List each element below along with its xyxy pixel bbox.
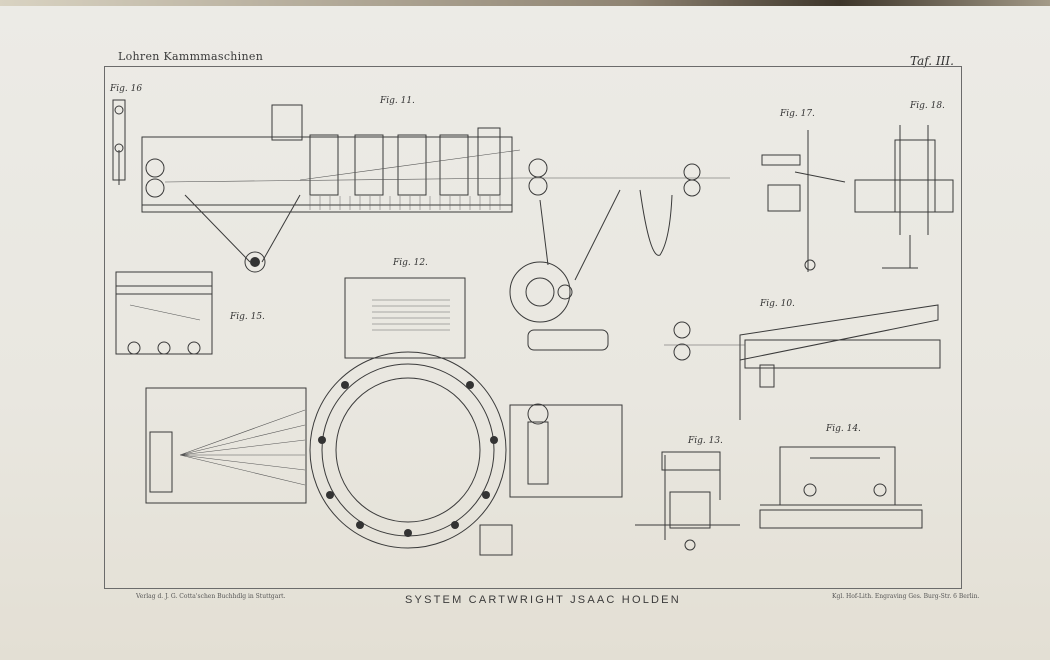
torn-top-edge (0, 0, 1050, 6)
fig10-label: Fig. 10. (760, 299, 795, 309)
fig17-drawing (761, 130, 846, 272)
plate-number: Taf. III. (910, 54, 954, 68)
engraver-credit: Kgl. Hof-Lith. Engraving Ges. Burg-Str. … (832, 593, 980, 600)
plate-frame (104, 66, 962, 589)
plate-title: SYSTEM CARTWRIGHT JSAAC HOLDEN (405, 594, 681, 606)
fig14-drawing (759, 446, 923, 529)
fig15-label: Fig. 15. (230, 312, 265, 322)
fig15-drawing (115, 271, 213, 355)
fig10-drawing (664, 304, 941, 420)
fig14-label: Fig. 14. (826, 424, 861, 434)
fig17-label: Fig. 17. (780, 109, 815, 119)
publisher-credit: Verlag d. J. G. Cotta'schen Buchhdlg in … (136, 593, 286, 600)
fig13-drawing (635, 451, 740, 551)
fig11-drawing (141, 104, 521, 273)
fig13-label: Fig. 13. (688, 436, 723, 446)
fig12-drawing (145, 277, 623, 556)
plate-header-left: Lohren Kammmaschinen (118, 50, 264, 63)
fig11-roller-assembly (509, 158, 730, 351)
fig16-label: Fig. 16 (110, 84, 143, 94)
fig16-drawing (112, 99, 126, 185)
fig18-drawing (854, 125, 954, 269)
fig11-label: Fig. 11. (380, 96, 415, 106)
fig18-label: Fig. 18. (910, 101, 945, 111)
fig12-label: Fig. 12. (393, 258, 428, 268)
